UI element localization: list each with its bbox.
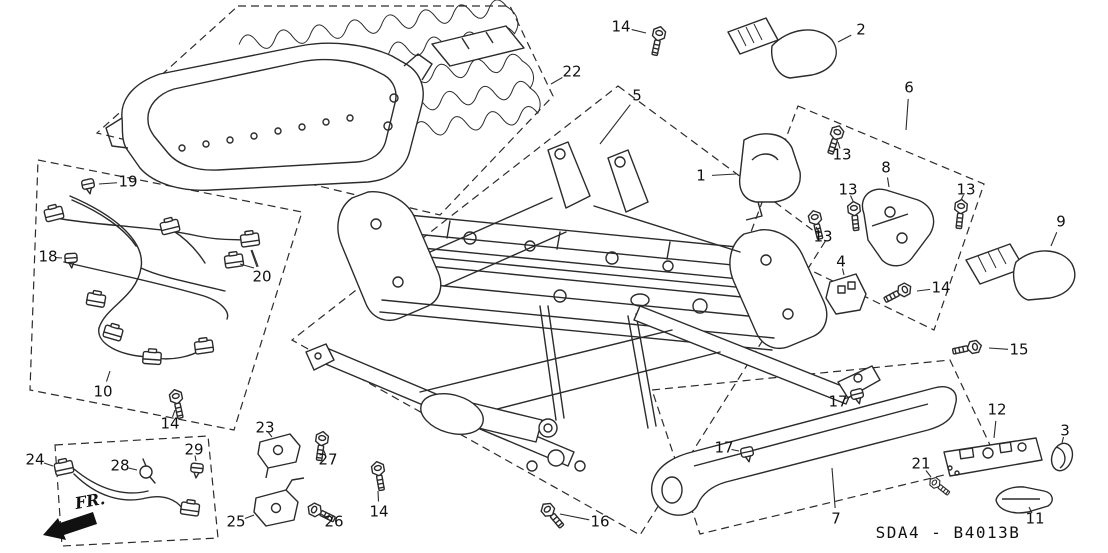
leader-line <box>320 513 328 519</box>
cover-bracket-part-1 <box>738 133 801 221</box>
bracket-part-4 <box>825 273 867 315</box>
leader-line <box>815 226 820 233</box>
seat-switch-part-12 <box>943 437 1043 477</box>
seat-frame-assembly <box>305 141 881 472</box>
fr-arrow-icon <box>43 512 97 540</box>
leader-line <box>1061 436 1065 444</box>
leader-line <box>54 256 63 259</box>
seat-cushion-pan <box>105 42 433 191</box>
cover-part-2 <box>727 17 837 79</box>
leader-line <box>1050 231 1058 247</box>
leader-line <box>841 268 845 276</box>
leader-line <box>905 98 909 131</box>
leader-line <box>194 455 197 462</box>
leader-line <box>599 104 631 145</box>
leader-line <box>837 34 852 43</box>
leader-line <box>250 249 258 268</box>
leader-line <box>916 288 931 292</box>
leader-line <box>844 395 852 400</box>
leader-line <box>886 177 890 188</box>
diagram-code: SDA4 - B4013B <box>876 523 1021 542</box>
rail-cover-part-7 <box>650 386 957 516</box>
leader-line <box>988 347 1009 350</box>
boundary-sub-harness-group <box>54 435 219 547</box>
sub-harness-part-24 <box>52 456 205 517</box>
leader-line <box>631 29 647 34</box>
leader-line <box>837 141 841 149</box>
ring-clamp-28-icon <box>139 458 156 484</box>
boundary-harness-group <box>29 159 303 431</box>
leader-line <box>559 513 590 521</box>
leader-line <box>239 263 255 269</box>
leader-line <box>244 514 255 520</box>
leader-line <box>993 420 997 439</box>
leader-line <box>43 462 54 467</box>
bracket-part-23 <box>257 433 301 479</box>
leader-line <box>960 194 964 201</box>
leader-line <box>731 448 740 452</box>
leader-line <box>925 470 932 478</box>
seat-pad-plate <box>431 25 525 67</box>
leader-line <box>550 76 563 85</box>
leader-line <box>251 249 259 267</box>
garnish-part-11 <box>995 486 1053 514</box>
leader-line <box>98 182 118 185</box>
leader-line <box>711 173 737 176</box>
knob-cap-part-3 <box>1050 442 1074 472</box>
leader-line <box>268 432 273 438</box>
leader-line <box>849 195 854 202</box>
leader-line <box>105 370 111 382</box>
cover-part-9 <box>965 243 1076 301</box>
seat-spring-mat <box>237 0 541 160</box>
leader-line <box>1028 506 1033 514</box>
boundary-bracket-group <box>747 105 985 331</box>
leader-line <box>128 467 138 471</box>
leader-line <box>831 467 836 509</box>
leader-line <box>377 490 380 502</box>
leader-line <box>322 448 327 455</box>
leader-line <box>171 409 176 418</box>
bracket-part-25 <box>253 477 305 527</box>
knuckle-bracket-part-8 <box>861 188 935 267</box>
main-wire-harness <box>55 195 248 360</box>
